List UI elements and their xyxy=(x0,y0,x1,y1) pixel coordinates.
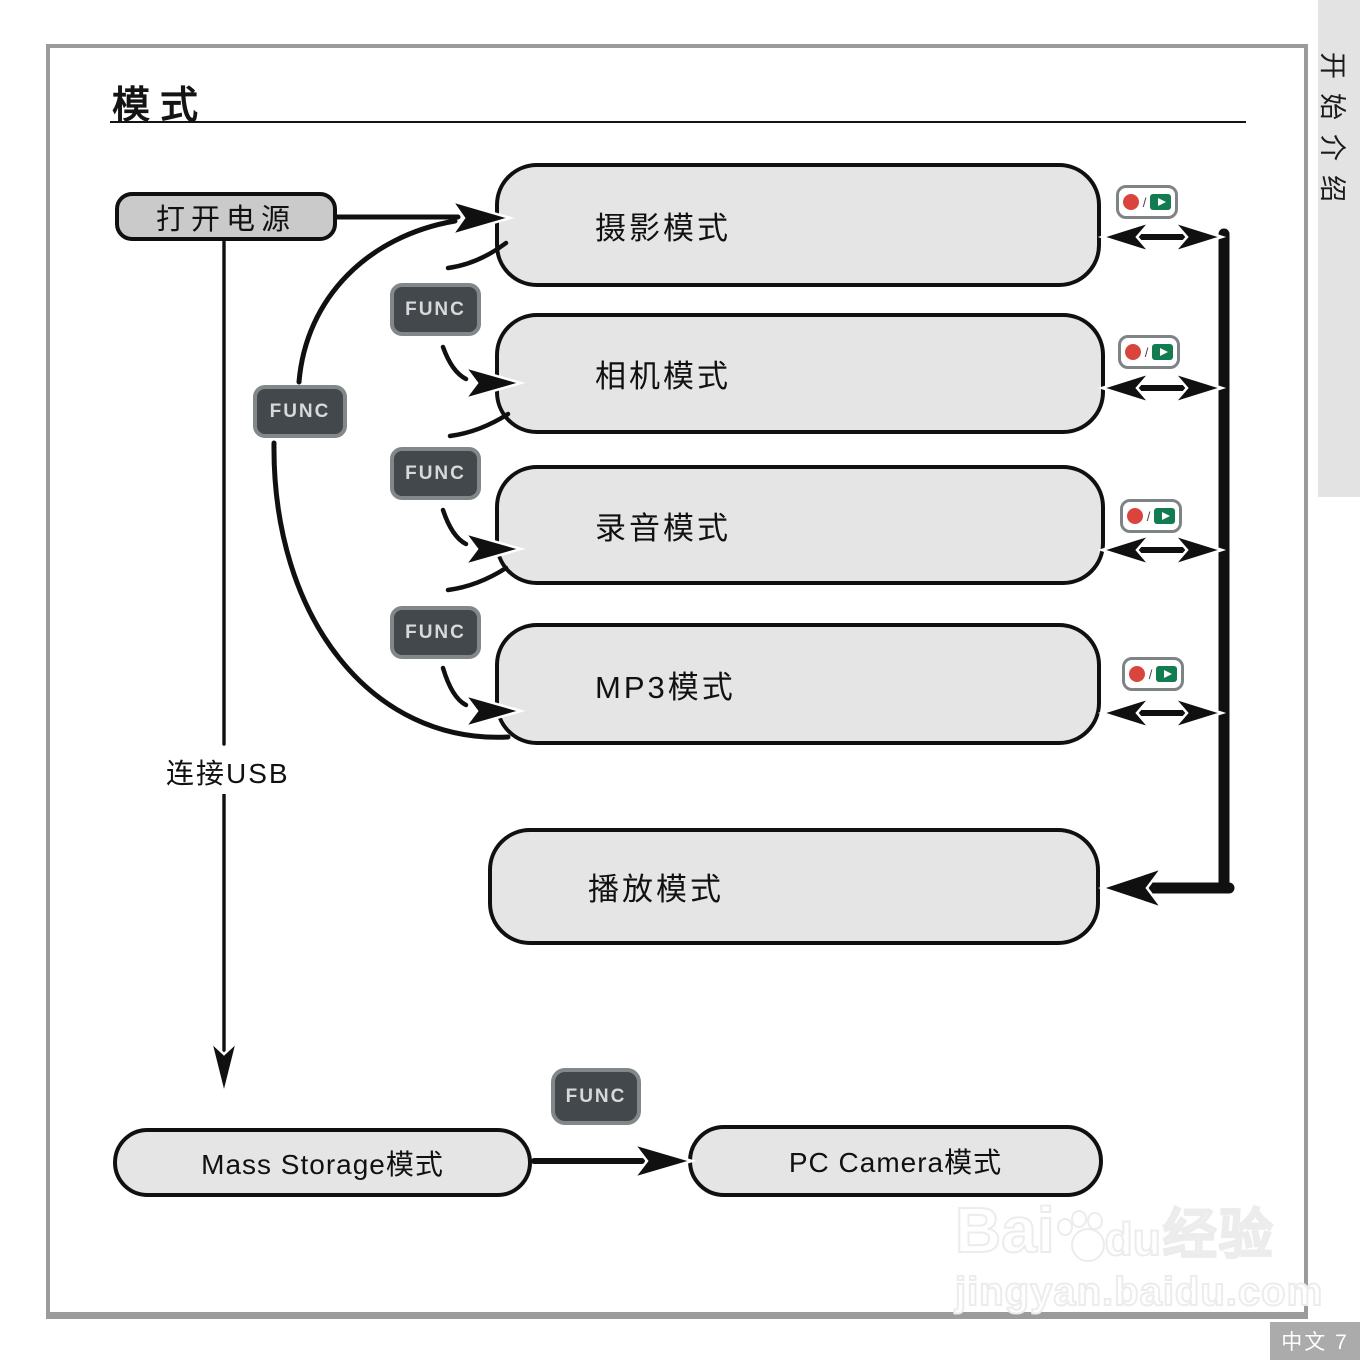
play-icon xyxy=(1156,666,1178,682)
play-icon xyxy=(1150,194,1172,210)
mode-node-video: 摄影模式 xyxy=(495,163,1101,287)
baidu-logo: Bai du 经验 xyxy=(954,1194,1275,1266)
page-number-badge: 中文 7 xyxy=(1270,1322,1360,1360)
badge-slash: / xyxy=(1144,344,1149,360)
mode-node-voice-record: 录音模式 xyxy=(495,465,1105,585)
badge-slash: / xyxy=(1148,666,1153,682)
mode-node-playback: 播放模式 xyxy=(488,828,1100,945)
play-icon xyxy=(1154,508,1176,524)
play-icon xyxy=(1152,344,1174,360)
record-play-badge-camera: / xyxy=(1118,335,1180,369)
mode-node-pc-camera: PC Camera模式 xyxy=(688,1125,1103,1197)
baidu-logo-du: du xyxy=(1104,1213,1162,1265)
func-key-2: FUNC xyxy=(390,447,481,500)
func-key-usb: FUNC xyxy=(551,1068,641,1125)
record-icon xyxy=(1128,666,1145,682)
baidu-logo-jingyan: 经验 xyxy=(1162,1205,1275,1265)
mode-node-mass-storage: Mass Storage模式 xyxy=(113,1128,532,1197)
page-title: 模式 xyxy=(112,85,209,127)
record-play-badge-voice: / xyxy=(1120,499,1182,533)
baidu-watermark-url: jingyan.baidu.com xyxy=(954,1270,1324,1314)
badge-slash: / xyxy=(1142,194,1147,210)
record-play-badge-mp3: / xyxy=(1122,657,1184,691)
mode-node-camera: 相机模式 xyxy=(495,313,1105,434)
baidu-logo-bai: Bai xyxy=(954,1194,1056,1266)
baidu-watermark: Bai du 经验 jingyan.baidu.com xyxy=(954,1194,1324,1314)
badge-slash: / xyxy=(1146,508,1151,524)
record-icon xyxy=(1122,194,1139,210)
baidu-paw-icon xyxy=(1056,1210,1105,1262)
title-underline xyxy=(110,121,1246,123)
chapter-side-tab: 开始介绍 xyxy=(1317,0,1360,497)
power-on-node: 打开电源 xyxy=(115,192,337,241)
func-key-3: FUNC xyxy=(390,606,481,659)
record-icon xyxy=(1126,508,1143,524)
func-key-cycle: FUNC xyxy=(253,385,347,438)
record-icon xyxy=(1124,344,1141,360)
func-key-1: FUNC xyxy=(390,283,481,336)
record-play-badge-video: / xyxy=(1116,185,1178,219)
chapter-side-tab-label: 开始介绍 xyxy=(1317,52,1347,216)
usb-connect-label: 连接USB xyxy=(162,750,294,794)
mode-node-mp3: MP3模式 xyxy=(495,623,1101,745)
